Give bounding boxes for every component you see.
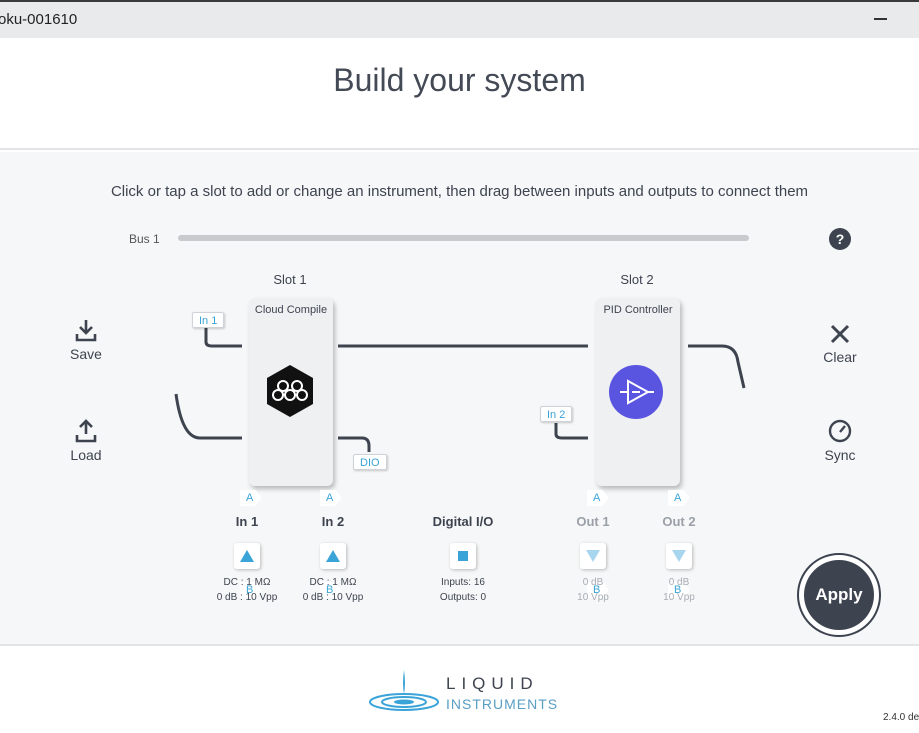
slot-2-instrument-name: PID Controller [603, 304, 673, 316]
io-in-2-range: 0 dB : 10 Vpp [302, 592, 364, 603]
in-2-tag[interactable]: In 2 [540, 406, 573, 422]
logo-text-instruments: INSTRUMENTS [446, 696, 559, 712]
clear-label: Clear [823, 349, 857, 365]
save-label: Save [70, 346, 102, 362]
io-in-1-name: In 1 [235, 514, 259, 529]
download-icon [75, 320, 97, 342]
logo-text-liquid: LIQUID [446, 674, 539, 693]
io-digital-outputs: Outputs: 0 [439, 592, 487, 603]
minimize-icon[interactable] [874, 18, 887, 20]
triangle-up-icon [326, 550, 340, 562]
io-in-2-coupling: DC : 1 MΩ [309, 577, 357, 588]
io-in-1-range: 0 dB : 10 Vpp [216, 592, 278, 603]
io-out-1-name: Out 1 [576, 514, 610, 529]
apply-label: Apply [804, 560, 874, 630]
help-icon[interactable]: ? [829, 228, 851, 250]
digital-io-config-button[interactable] [450, 543, 476, 569]
io-in-1: In 1 DC : 1 MΩ 0 dB : 10 Vpp [202, 514, 292, 605]
liquid-instruments-logo-icon [369, 670, 439, 711]
wire-slot1b-dio [338, 436, 371, 452]
in-1-tag[interactable]: In 1 [192, 312, 225, 328]
in-2-config-button[interactable] [320, 543, 346, 569]
out-2-config-button[interactable] [666, 543, 692, 569]
slot-2-output-b[interactable]: B [668, 582, 690, 598]
io-digital: Digital I/O Inputs: 16 Outputs: 0 [418, 514, 508, 605]
io-out-1: Out 1 0 dB 10 Vpp [548, 514, 638, 605]
io-out-2-range: 10 Vpp [663, 592, 695, 603]
upload-icon [75, 419, 97, 443]
io-digital-inputs: Inputs: 16 [441, 577, 485, 588]
gauge-icon [828, 419, 852, 443]
footer: LIQUID INSTRUMENTS 2.4.0 de [0, 644, 919, 733]
window-title: oku-001610 [0, 11, 78, 28]
wire-slot1b-in [174, 393, 242, 440]
slot-2-input-a[interactable]: A [587, 490, 609, 506]
slot-2-card[interactable]: PID Controller [596, 298, 680, 486]
wire-in2-slot2b [554, 423, 588, 440]
connection-wires [174, 327, 746, 452]
triangle-down-icon [672, 550, 686, 562]
cloud-compile-icon [265, 364, 315, 423]
apply-button[interactable]: Apply [797, 553, 881, 637]
load-button[interactable]: Load [56, 419, 116, 463]
slot-2-output-a[interactable]: A [668, 490, 690, 506]
system-builder: Click or tap a slot to add or change an … [0, 152, 919, 644]
wire-slot2a-out [688, 344, 746, 389]
slot-2-input-b[interactable]: B [587, 582, 609, 598]
triangle-up-icon [240, 550, 254, 562]
sync-button[interactable]: Sync [810, 419, 870, 463]
header: Build your system [0, 38, 919, 150]
slot-1-output-b[interactable]: B [320, 582, 342, 598]
slot-1-card[interactable]: Cloud Compile [249, 298, 333, 486]
title-bar: oku-001610 [0, 0, 919, 38]
slot-2-label: Slot 2 [620, 272, 654, 287]
close-icon [830, 324, 850, 344]
io-in-1-coupling: DC : 1 MΩ [223, 577, 271, 588]
io-digital-name: Digital I/O [432, 514, 494, 529]
page-title: Build your system [333, 62, 586, 98]
save-button[interactable]: Save [56, 318, 116, 362]
io-in-2: In 2 DC : 1 MΩ 0 dB : 10 Vpp [288, 514, 378, 605]
version-label: 2.4.0 de [883, 712, 919, 723]
bus-bar [178, 235, 749, 241]
load-label: Load [70, 447, 102, 463]
slot-1-output-a[interactable]: A [320, 490, 342, 506]
sync-label: Sync [824, 447, 856, 463]
dio-tag[interactable]: DIO [353, 454, 387, 470]
slot-1-label: Slot 1 [273, 272, 307, 287]
slot-1-input-a[interactable]: A [240, 490, 262, 506]
pid-controller-icon [608, 364, 664, 425]
wire-in1-slot1a [204, 327, 242, 348]
io-out-1-range: 10 Vpp [577, 592, 609, 603]
slot-1-instrument-name: Cloud Compile [254, 304, 328, 316]
slot-1-input-b[interactable]: B [240, 582, 262, 598]
io-out-2-gain: 0 dB [668, 577, 690, 588]
out-1-config-button[interactable] [580, 543, 606, 569]
io-out-2: Out 2 0 dB 10 Vpp [634, 514, 724, 605]
triangle-down-icon [586, 550, 600, 562]
io-out-2-name: Out 2 [662, 514, 696, 529]
io-out-1-gain: 0 dB [582, 577, 604, 588]
bus-label: Bus 1 [129, 232, 160, 246]
io-in-2-name: In 2 [321, 514, 345, 529]
clear-button[interactable]: Clear [810, 323, 870, 365]
square-icon [458, 551, 468, 561]
instructions-text: Click or tap a slot to add or change an … [110, 183, 809, 200]
in-1-config-button[interactable] [234, 543, 260, 569]
